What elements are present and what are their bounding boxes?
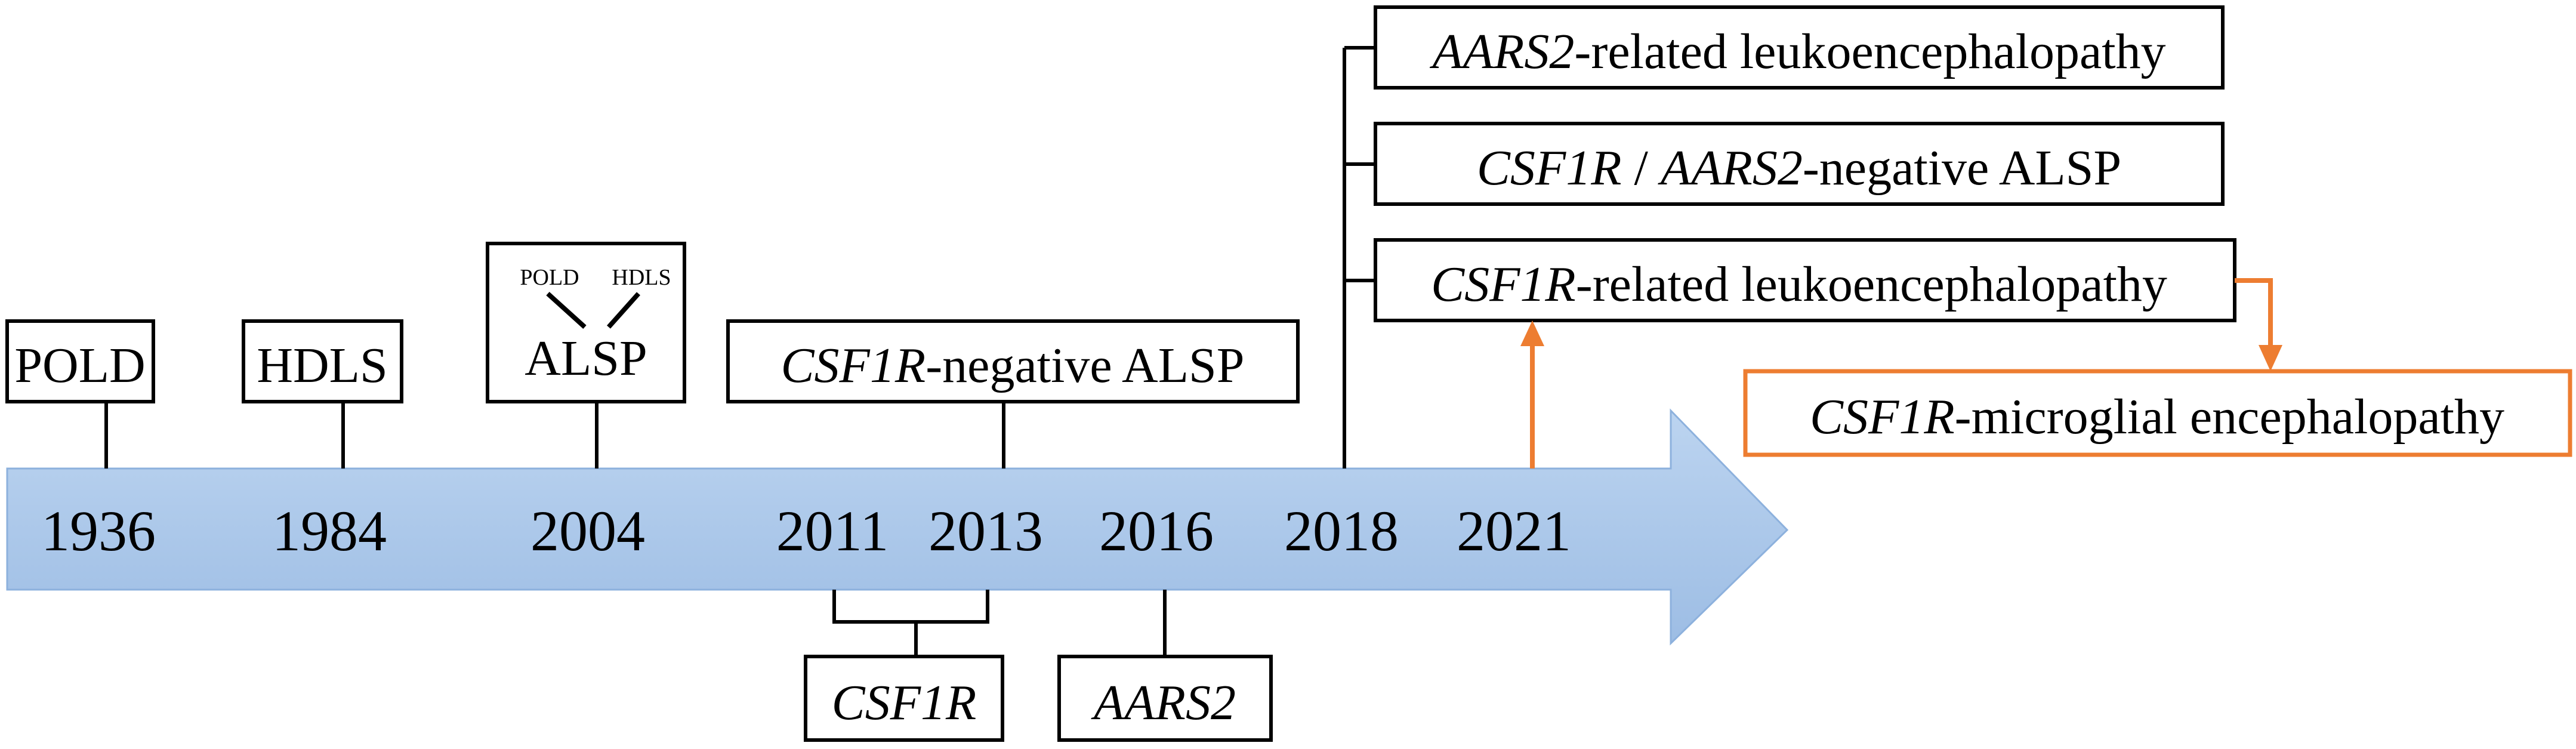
csf1r-negative-alsp-label: CSF1R-negative ALSP — [781, 338, 1245, 393]
aars2-label: AARS2 — [1091, 675, 1236, 730]
year-2018: 2018 — [1284, 499, 1399, 563]
alsp-merge-line-right — [607, 292, 640, 329]
arrow-2021-up-head — [1520, 320, 1544, 346]
csf1r-negative-alsp-box — [726, 319, 1300, 403]
microglial-gene: CSF1R — [1810, 389, 1955, 445]
csf1r-label: CSF1R — [832, 675, 977, 730]
csf1r-negative-alsp-gene: CSF1R — [781, 338, 926, 393]
pold-label: POLD — [14, 338, 145, 393]
csf1r-negative-alsp-rest: -negative ALSP — [925, 338, 1244, 393]
year-2021: 2021 — [1457, 499, 1571, 563]
microglial-rest: -microglial encephalopathy — [1955, 389, 2504, 445]
year-1984: 1984 — [272, 499, 387, 563]
year-2004: 2004 — [530, 499, 645, 563]
alsp-label: ALSP — [525, 331, 647, 386]
year-labels: 1936 1984 2004 2011 2013 2016 2018 2021 — [41, 499, 1571, 563]
double-negative-label: CSF1R / AARS2-negative ALSP — [1477, 140, 2121, 196]
microglial-label: CSF1R-microglial encephalopathy — [1810, 389, 2504, 445]
hdls-box — [242, 319, 403, 403]
year-1936: 1936 — [41, 499, 156, 563]
arrow-to-microglial-head — [2259, 345, 2282, 371]
arrow-to-microglial-shaft — [2235, 278, 2273, 347]
aars2-related-gene: AARS2 — [1429, 24, 1574, 79]
csf1r-related-gene: CSF1R — [1431, 257, 1576, 312]
alsp-small-hdls: HDLS — [612, 265, 671, 290]
csf1r-related-rest: -related leukoencephalopathy — [1576, 257, 2167, 312]
bracket-2011-2013 — [832, 590, 989, 624]
aars2-related-box — [1374, 5, 2225, 90]
pold-box — [5, 319, 155, 403]
double-negative-gene2: AARS2 — [1658, 140, 1803, 196]
csf1r-related-label: CSF1R-related leukoencephalopathy — [1431, 257, 2167, 312]
csf1r-related-box — [1374, 238, 2236, 322]
year-2011: 2011 — [776, 499, 889, 563]
microglial-box — [1743, 369, 2572, 457]
aars2-related-label: AARS2-related leukoencephalopathy — [1429, 24, 2165, 79]
alsp-small-pold: POLD — [520, 265, 579, 290]
double-negative-sep: / — [1622, 140, 1661, 196]
hdls-label: HDLS — [257, 338, 387, 393]
aars2-box — [1057, 655, 1273, 742]
year-2016: 2016 — [1099, 499, 1214, 563]
csf1r-box — [804, 655, 1004, 742]
year-2013: 2013 — [928, 499, 1043, 563]
alsp-box — [486, 242, 686, 403]
double-negative-rest: -negative ALSP — [1803, 140, 2121, 196]
aars2-related-rest: -related leukoencephalopathy — [1574, 24, 2165, 79]
double-negative-box — [1374, 122, 2225, 206]
timeline-arrow — [6, 408, 1789, 646]
double-negative-gene1: CSF1R — [1477, 140, 1622, 196]
alsp-merge-line-left — [546, 292, 587, 329]
